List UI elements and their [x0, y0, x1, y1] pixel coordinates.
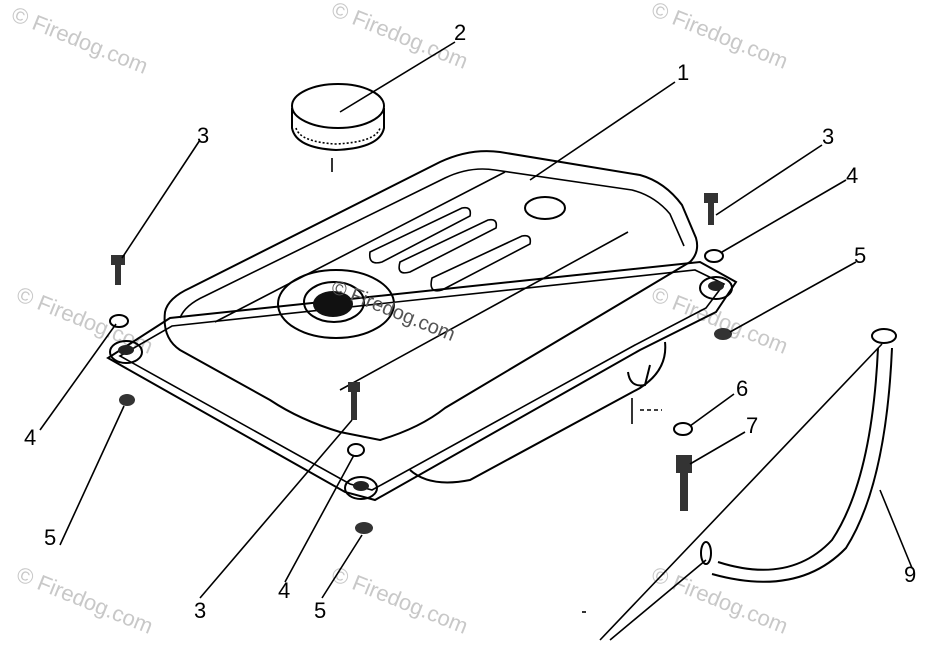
callout-9: 9 [904, 562, 916, 587]
leader-line-6 [689, 393, 735, 427]
watermark: © Firedog.com [13, 561, 156, 638]
callout-1: 1 [677, 60, 689, 85]
tank-underside [409, 341, 667, 484]
leader-line-3-front [199, 419, 353, 599]
tank-rib [398, 218, 498, 274]
tank-flange-inner [118, 269, 726, 491]
callout-6: 6 [736, 376, 748, 401]
leader-line-9c [609, 559, 707, 641]
filler-neck-outer [277, 269, 395, 339]
nut-front [355, 522, 373, 534]
washer-front [347, 443, 365, 457]
nut-right [714, 328, 732, 340]
callout-5-right: 5 [854, 243, 866, 268]
callout-2: 2 [454, 20, 466, 45]
mount-boss-left [109, 340, 143, 364]
leader-line-4-left [39, 323, 117, 431]
callout-4-left: 4 [24, 425, 36, 450]
bolt-front [348, 382, 360, 420]
leader-line-7 [689, 431, 746, 465]
leader-line-5-left [59, 405, 125, 546]
leader-line-4-right [721, 179, 847, 253]
mount-boss-front-hole [353, 481, 369, 491]
tank-panel-line [339, 231, 629, 391]
tank-rib [430, 234, 532, 292]
nut-left [119, 394, 135, 406]
bolt-left [111, 255, 125, 285]
washer-right [704, 249, 724, 263]
leader-line-3-left [121, 139, 201, 259]
leader-line-9b [599, 343, 883, 641]
fuel-tank-top-edge [179, 168, 685, 319]
mount-boss-right-hole [708, 281, 724, 291]
mount-boss-front [344, 476, 378, 500]
watermark: © Firedog.com [8, 1, 151, 78]
callout-5-front: 5 [314, 598, 326, 623]
leader-line-3-right [715, 144, 823, 216]
fuel-gauge-window [524, 196, 566, 220]
bolt-right [704, 193, 718, 225]
watermark: © Firedog.com [328, 561, 471, 638]
callout-3-left: 3 [197, 123, 209, 148]
tank-panel-line [214, 171, 506, 323]
mount-boss-right [699, 276, 733, 300]
watermark: © Firedog.com [328, 0, 471, 74]
leader-line-5-right [729, 261, 857, 333]
washer-left [109, 314, 129, 328]
bolt-bracket [676, 455, 692, 511]
tank-rib [368, 206, 472, 264]
watermark: © Firedog.com [648, 0, 791, 74]
leader-line-4-front [284, 454, 355, 583]
watermark: © Firedog.com [648, 281, 791, 358]
filler-neck-inner [303, 281, 365, 323]
mount-boss-left-hole [118, 345, 134, 355]
fuel-tank-body [163, 150, 699, 442]
callout-7: 7 [746, 413, 758, 438]
callout-5-left: 5 [44, 525, 56, 550]
leader-line-1 [529, 81, 676, 181]
callout-4-right: 4 [846, 163, 858, 188]
fuel-cap [291, 83, 385, 172]
fuel-hose [700, 328, 897, 583]
tank-drain-boss [627, 364, 651, 387]
watermark: © Firedog.com [648, 561, 791, 638]
leader-line-5-front [321, 534, 363, 599]
callout-4-front: 4 [278, 578, 290, 603]
leader-line-9 [879, 489, 913, 569]
washer-small [673, 422, 693, 436]
callout-3-front: 3 [194, 598, 206, 623]
leader-line-2 [339, 41, 456, 113]
filler-neck-opening [313, 291, 353, 317]
callout-3-right: 3 [822, 124, 834, 149]
